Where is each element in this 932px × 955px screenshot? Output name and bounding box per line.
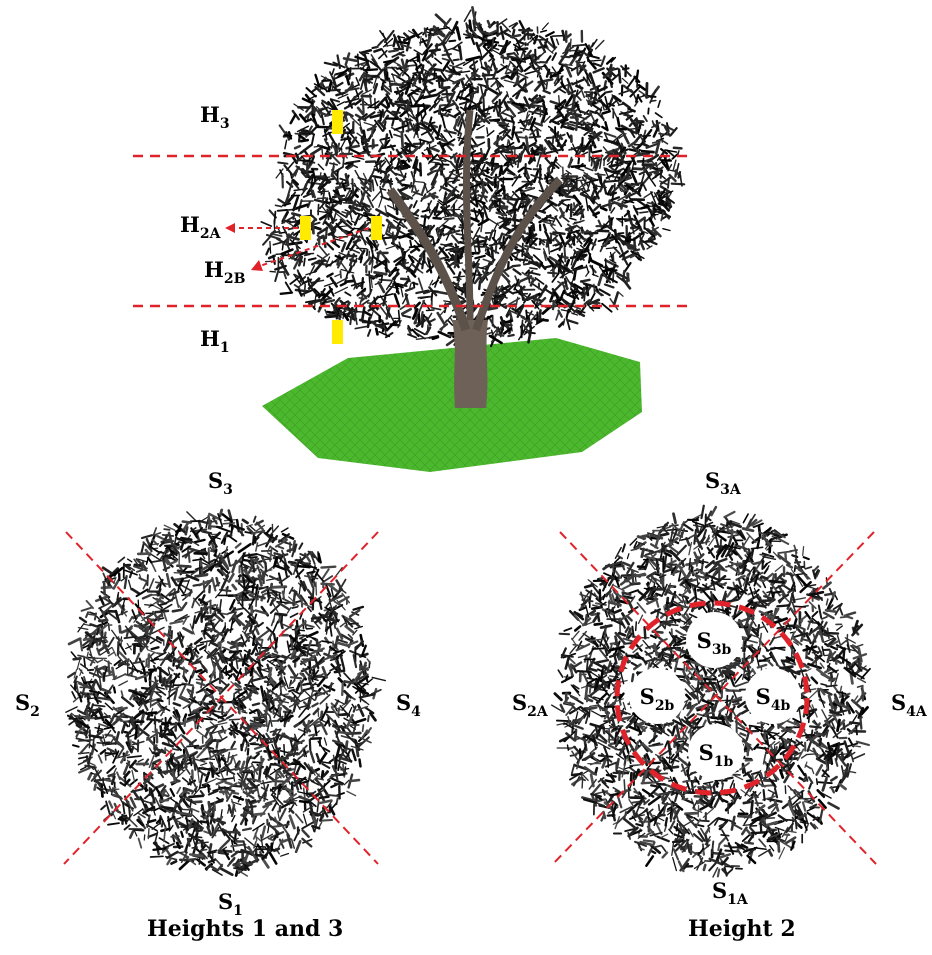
tree-canopy-top-right xyxy=(551,504,871,878)
sector-label-s2a: S2A xyxy=(512,690,548,720)
sample-marker-h2b xyxy=(371,216,382,240)
sector-circle-s3b: S3b xyxy=(686,612,742,668)
sector-label-s2b: S2b xyxy=(639,683,675,714)
sector-label-s1b: S1b xyxy=(698,739,734,770)
caption-heights-1-and-3: Heights 1 and 3 xyxy=(147,916,344,942)
arrow-h2b xyxy=(251,227,370,271)
sector-label-s2: S2 xyxy=(15,690,40,720)
sector-label-s4: S4 xyxy=(396,690,421,720)
sector-divider xyxy=(63,531,379,865)
inner-boundary-circle xyxy=(614,600,810,796)
sector-label-s1: S1 xyxy=(218,889,243,919)
sector-divider xyxy=(559,531,877,865)
height-label-h3: H3 xyxy=(200,102,230,132)
sample-marker-h1 xyxy=(332,320,343,344)
sample-marker-h2a xyxy=(300,216,311,240)
sector-circle-s2b: S2b xyxy=(629,668,685,724)
tree-trunk xyxy=(386,109,563,408)
sector-label-s3: S3 xyxy=(208,468,233,498)
tree-canopy xyxy=(260,6,686,348)
side-view-tree xyxy=(133,6,692,472)
height-label-h1: H1 xyxy=(200,326,230,356)
top-view-right xyxy=(550,504,877,878)
top-view-left xyxy=(63,508,386,877)
sector-label-s3b: S3b xyxy=(696,627,732,658)
ground-plane xyxy=(262,338,642,472)
sector-label-s3a: S3A xyxy=(705,468,741,498)
sector-circle-s1b: S1b xyxy=(688,724,744,780)
sample-marker-h3 xyxy=(332,110,343,134)
height-label-h2a: H2A xyxy=(180,212,221,242)
sector-circle-s4b: S4b xyxy=(745,668,801,724)
tree-canopy-top-left xyxy=(65,508,386,877)
arrow-h2a xyxy=(225,223,298,233)
sector-label-s4a: S4A xyxy=(891,690,927,720)
sector-divider xyxy=(550,531,875,867)
height-label-h2b: H2B xyxy=(204,257,246,287)
caption-height-2: Height 2 xyxy=(688,916,796,942)
sector-label-s4b: S4b xyxy=(755,683,791,714)
sector-label-s1a: S1A xyxy=(712,878,748,908)
